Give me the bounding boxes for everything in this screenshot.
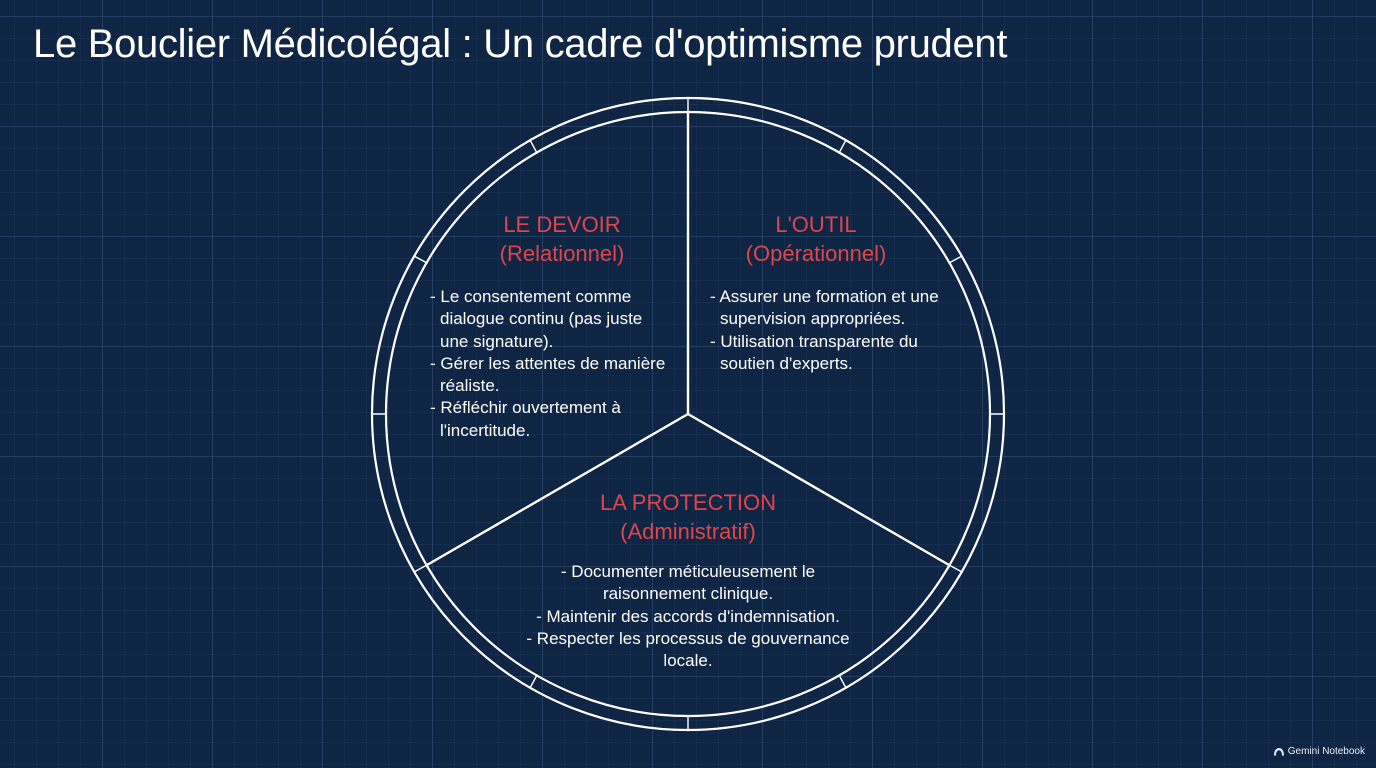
protection-bullet: - Respecter les processus de gouvernance… [526, 628, 850, 671]
section-dividers [425, 110, 951, 567]
protection-bullet: - Documenter méticuleusement le raisonne… [560, 562, 816, 604]
ring-tick-marks [371, 97, 1005, 731]
watermark: Gemini Notebook [1273, 746, 1365, 757]
devoir-bullet: - Gérer les attentes de manière réaliste… [430, 353, 666, 396]
page-title: Le Bouclier Médicolégal : Un cadre d'opt… [33, 22, 1008, 66]
outil-heading-title: L'OUTIL [775, 212, 857, 237]
protection-bullet-list: - Documenter méticuleusement le raisonne… [493, 561, 883, 672]
outil-heading: L'OUTIL (Opérationnel) [686, 210, 946, 268]
protection-heading-title: LA PROTECTION [599, 490, 777, 515]
watermark-text: Gemini Notebook [1287, 746, 1365, 757]
divider-lower-right [686, 412, 951, 567]
outil-bullet: - Assurer une formation et une supervisi… [710, 287, 939, 329]
devoir-bullet-list: - Le consentement comme dialogue continu… [430, 286, 675, 442]
outil-heading-subtitle: (Opérationnel) [745, 241, 887, 266]
devoir-bullet: - Le consentement comme dialogue continu… [430, 287, 643, 351]
devoir-bullet: - Réfléchir ouvertement à l'incertitude. [430, 398, 621, 440]
devoir-heading-subtitle: (Relationnel) [499, 241, 625, 266]
protection-bullet: - Maintenir des accords d'indemnisation. [536, 606, 840, 626]
outil-bullet: - Utilisation transparente du soutien d'… [710, 331, 918, 373]
devoir-heading: LE DEVOIR (Relationnel) [432, 210, 692, 268]
outil-bullet-list: - Assurer une formation et une supervisi… [710, 286, 972, 375]
divider-lower-left [425, 412, 690, 567]
protection-heading: LA PROTECTION (Administratif) [538, 488, 838, 546]
protection-heading-subtitle: (Administratif) [620, 519, 756, 544]
devoir-heading-title: LE DEVOIR [503, 212, 621, 237]
notebook-logo-icon [1273, 748, 1284, 756]
